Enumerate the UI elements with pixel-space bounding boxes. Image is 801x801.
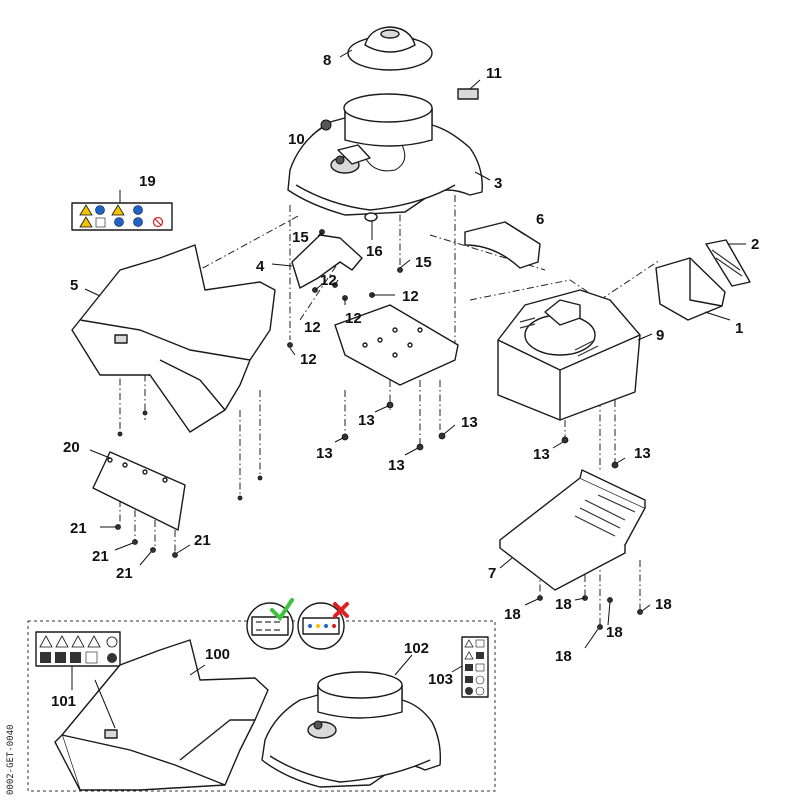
part-20-lower-plate xyxy=(89,449,186,531)
callout-100: 100 xyxy=(205,646,230,663)
part-4-bracket xyxy=(271,234,363,289)
part-101-warning-label xyxy=(35,631,121,690)
callout-18c: 18 xyxy=(606,624,623,641)
callout-20: 20 xyxy=(63,439,80,456)
callout-15a: 15 xyxy=(292,229,309,246)
callout-4: 4 xyxy=(256,258,265,275)
callout-11: 11 xyxy=(486,65,502,82)
callout-6: 6 xyxy=(536,211,544,228)
callout-103: 103 xyxy=(428,671,453,688)
part-103-warning-label xyxy=(451,636,489,698)
callout-12c: 12 xyxy=(304,319,321,336)
part-1-hood xyxy=(655,257,731,321)
part-2-cover-plate xyxy=(705,239,751,287)
cross-icon xyxy=(333,602,349,618)
callout-10: 10 xyxy=(288,131,305,148)
part-8-top-cap xyxy=(339,26,433,71)
leaders xyxy=(100,231,651,649)
part-11-label xyxy=(457,79,481,100)
callout-2: 2 xyxy=(751,236,759,253)
callout-13f: 13 xyxy=(634,445,651,462)
part-16-nut xyxy=(364,212,378,240)
callout-101: 101 xyxy=(51,693,76,710)
callout-18b: 18 xyxy=(555,596,572,613)
callout-21d: 21 xyxy=(194,532,211,549)
callout-13e: 13 xyxy=(533,446,550,463)
callout-12b: 12 xyxy=(402,288,419,305)
callout-3: 3 xyxy=(494,175,502,192)
drawing-code: 0002-GET-0040 xyxy=(6,725,16,795)
callout-15b: 15 xyxy=(415,254,432,271)
part-7-tray xyxy=(499,469,646,591)
part-3-upper-shroud xyxy=(287,93,491,216)
callout-12a: 12 xyxy=(320,272,337,289)
callout-numbers: 1 2 3 4 5 6 7 8 9 10 11 12 12 12 12 12 1… xyxy=(63,52,759,665)
part-10-knob xyxy=(311,119,332,136)
callout-12e: 12 xyxy=(300,351,317,368)
part-9-housing xyxy=(497,289,653,421)
part-100-shroud xyxy=(54,639,269,791)
callout-13d: 13 xyxy=(461,414,478,431)
screws-group xyxy=(115,229,643,630)
callout-13a: 13 xyxy=(358,412,375,429)
callout-21c: 21 xyxy=(116,565,133,582)
callout-21b: 21 xyxy=(92,548,109,565)
callout-8: 8 xyxy=(323,52,331,69)
part-102-shroud xyxy=(261,654,442,788)
callout-1: 1 xyxy=(735,320,743,337)
check-icon xyxy=(270,598,294,622)
valid-label-indicator xyxy=(246,598,294,650)
invalid-label-indicator xyxy=(297,602,349,650)
callout-21a: 21 xyxy=(70,520,87,537)
callout-12d: 12 xyxy=(345,310,362,327)
base-plate xyxy=(334,304,459,386)
callout-5: 5 xyxy=(70,277,78,294)
callout-102: 102 xyxy=(404,640,429,657)
callout-13c: 13 xyxy=(388,457,405,474)
warning-pictograms xyxy=(79,204,164,228)
part-5-front-shroud xyxy=(71,244,276,433)
inset-variant-box: 100 101 102 103 xyxy=(27,598,496,792)
part-6-duct xyxy=(464,221,541,269)
callout-18d: 18 xyxy=(655,596,672,613)
callout-18e: 18 xyxy=(555,648,572,665)
callout-18a: 18 xyxy=(504,606,521,623)
callout-7: 7 xyxy=(488,565,496,582)
part-19-warning-label xyxy=(71,190,173,231)
callout-13b: 13 xyxy=(316,445,333,462)
callout-16: 16 xyxy=(366,243,383,260)
callout-19: 19 xyxy=(139,173,156,190)
callout-9: 9 xyxy=(656,327,664,344)
